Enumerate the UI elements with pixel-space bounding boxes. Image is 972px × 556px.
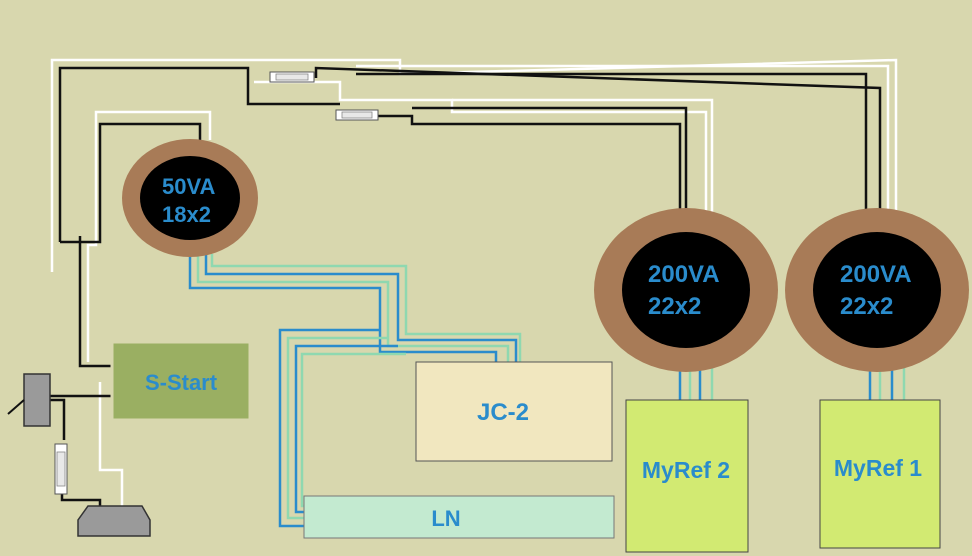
module-jc2: JC-2 (415, 361, 613, 462)
module-ln-label: LN (431, 506, 460, 531)
blue-wire-t1-a (188, 252, 498, 362)
fuse-mains (54, 443, 68, 495)
blue-wire-ln-1 (278, 328, 380, 528)
blue-wire-t1-c (204, 254, 518, 362)
teal-wire-t1-d (210, 254, 522, 362)
white-wire-switch (98, 382, 124, 506)
module-ln: LN (303, 495, 615, 539)
black-wire-fuse-down (50, 398, 66, 440)
teal-wire-ln-4 (300, 352, 406, 508)
black-wire-outer (58, 66, 340, 242)
fuse-top (269, 71, 315, 83)
module-sstart: S-Start (110, 340, 252, 422)
module-myref1: MyRef 1 (819, 399, 941, 549)
transformer-200va-left: 200VA 22x2 (594, 208, 778, 372)
module-myref1-label: MyRef 1 (834, 455, 922, 481)
black-wire-to-t3 (314, 66, 882, 212)
white-wire-mid (254, 80, 708, 212)
black-wire-t1-left (60, 122, 202, 244)
transformer-200va-right: 200VA 22x2 (785, 208, 969, 372)
secondary-wires (188, 252, 906, 528)
transformer-50va-rating: 50VA (162, 174, 216, 199)
module-myref2: MyRef 2 (625, 399, 749, 553)
black-wire-to-t2 (378, 114, 682, 212)
white-wire-left-inner (86, 110, 212, 362)
top-bundle-strands (356, 64, 890, 212)
blue-wire-ln-3 (294, 344, 398, 514)
black-wires (50, 66, 882, 506)
black-strand-t3-inner (356, 72, 868, 212)
fuse-middle (335, 109, 379, 121)
white-strand-t2-inner (452, 98, 714, 212)
black-strand-t2-inner (412, 106, 688, 212)
black-wire-to-sstart (78, 236, 112, 368)
transformer-50va: 50VA 18x2 (122, 139, 258, 257)
transformer-200va-right-winding: 22x2 (840, 293, 893, 320)
black-wire-fuse-to-socket (60, 494, 102, 506)
transformer-200va-left-winding: 22x2 (648, 293, 701, 320)
module-jc2-label: JC-2 (477, 399, 529, 426)
module-sstart-label: S-Start (145, 370, 218, 395)
teal-wire-t1-b (196, 254, 510, 362)
transformer-50va-winding: 18x2 (162, 202, 211, 227)
transformer-200va-right-rating: 200VA (840, 261, 912, 288)
power-switch (7, 373, 51, 427)
mains-plug (77, 505, 151, 537)
teal-wire-ln-2 (286, 336, 388, 520)
module-myref2-label: MyRef 2 (642, 457, 730, 483)
transformer-200va-left-rating: 200VA (648, 261, 720, 288)
white-strand-t3-inner (356, 64, 890, 212)
